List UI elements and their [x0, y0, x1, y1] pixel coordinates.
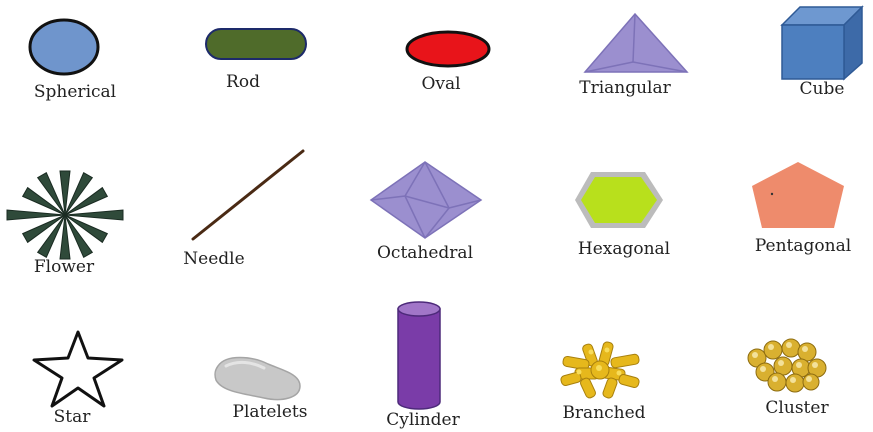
cube-icon	[780, 5, 864, 81]
triangular-label: Triangular	[579, 78, 671, 98]
cylinder-icon	[395, 300, 445, 412]
triangle-icon	[583, 12, 689, 74]
needle-icon	[190, 148, 306, 242]
platelets-label: Platelets	[233, 402, 308, 422]
star-label: Star	[54, 407, 91, 427]
sphere-icon	[28, 18, 100, 76]
octahedron-icon	[369, 160, 483, 240]
flower-icon	[4, 170, 126, 260]
octahedral-label: Octahedral	[377, 243, 473, 263]
oval-label: Oval	[421, 74, 460, 94]
oval-icon	[405, 30, 493, 70]
pentagon-icon	[750, 160, 846, 230]
cylinder-label: Cylinder	[386, 410, 460, 430]
platelet-icon	[212, 352, 304, 404]
rod-label: Rod	[226, 72, 260, 92]
hexagonal-label: Hexagonal	[578, 239, 670, 259]
spherical-label: Spherical	[34, 82, 116, 102]
needle-label: Needle	[183, 249, 244, 269]
cluster-label: Cluster	[765, 398, 828, 418]
cube-label: Cube	[800, 79, 845, 99]
rod-icon	[205, 28, 309, 62]
branched-icon	[555, 340, 645, 402]
hexagon-icon	[573, 170, 665, 230]
branched-label: Branched	[562, 403, 645, 423]
star-icon	[30, 328, 126, 408]
flower-label: Flower	[34, 257, 94, 277]
cluster-icon	[743, 338, 829, 394]
pentagonal-label: Pentagonal	[755, 236, 851, 256]
